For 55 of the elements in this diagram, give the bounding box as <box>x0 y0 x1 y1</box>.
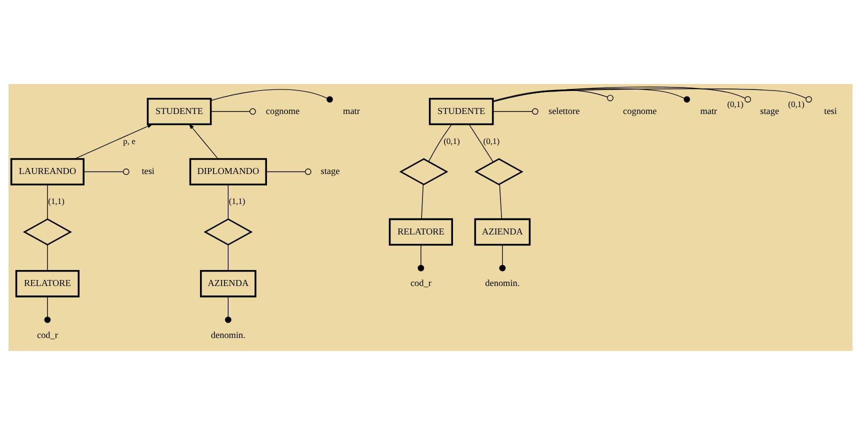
node-text: cod_r <box>410 278 432 288</box>
connector <box>421 184 424 220</box>
connector <box>492 86 752 103</box>
connector <box>418 244 424 272</box>
node-box: AZIENDA <box>200 270 256 298</box>
node-text: matr <box>700 106 718 116</box>
node-box: RELATORE <box>388 218 453 246</box>
connector <box>210 108 256 115</box>
connector <box>83 168 130 175</box>
node-text: cognome <box>623 106 657 116</box>
node-text: tesi <box>142 166 154 176</box>
connector <box>266 168 312 175</box>
connector <box>499 184 502 220</box>
edge-label: (0,1) <box>788 98 804 109</box>
edge-label: (0,1) <box>444 136 460 146</box>
connector <box>492 108 538 115</box>
node-box: AZIENDA <box>474 218 531 246</box>
node-text: cognome <box>266 106 300 116</box>
connector <box>468 124 494 162</box>
edge-label: (1,1) <box>228 196 246 206</box>
node-diamond <box>22 218 72 246</box>
node-text: cod_r <box>36 330 58 340</box>
connector <box>47 244 48 272</box>
node-box: DIPLOMANDO <box>189 158 267 186</box>
edge-label: p, e <box>123 136 136 146</box>
node-diamond <box>204 218 253 246</box>
arrow <box>188 124 218 160</box>
connector <box>428 124 452 162</box>
node-diamond <box>474 158 524 186</box>
connector <box>47 184 48 220</box>
connector <box>225 296 232 323</box>
connector <box>492 90 614 102</box>
node-box: RELATORE <box>15 270 80 298</box>
connector <box>44 296 51 323</box>
edge-label: (0,1) <box>483 136 500 146</box>
connector <box>492 88 812 103</box>
node-text: matr <box>343 106 360 116</box>
node-text: stage <box>760 106 780 116</box>
node-text: selettore <box>548 106 580 116</box>
connector <box>499 244 506 272</box>
node-box: STUDENTE <box>428 98 494 126</box>
node-box: STUDENTE <box>146 98 212 126</box>
node-box: LAUREANDO <box>10 158 84 186</box>
connector <box>228 184 229 220</box>
connector <box>492 88 690 103</box>
edge-label: (0,1) <box>727 98 744 109</box>
node-text: denomin. <box>210 330 246 340</box>
arrow <box>74 124 153 160</box>
node-text: denomin. <box>485 278 520 288</box>
node-diamond <box>399 158 448 186</box>
connector <box>228 244 229 272</box>
connector <box>210 89 333 103</box>
edge-label: (1,1) <box>48 196 64 206</box>
node-text: stage <box>320 166 340 176</box>
node-text: tesi <box>824 106 837 116</box>
